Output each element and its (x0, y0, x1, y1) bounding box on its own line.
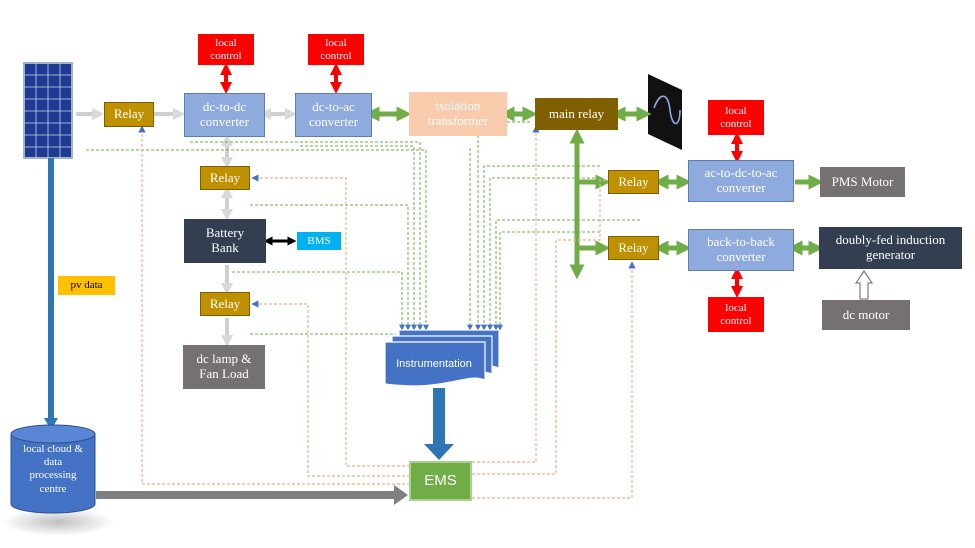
ac-grid-icon (648, 74, 682, 150)
bms-box[interactable]: BMS (297, 232, 341, 250)
dc-power-arrows (76, 108, 297, 347)
control-lines (138, 125, 636, 499)
dc-lamp-fan-load[interactable]: dc lamp & Fan Load (183, 345, 265, 389)
dc-motor-arrow (854, 269, 874, 300)
relay-battery[interactable]: Relay (200, 166, 250, 190)
local-control-dcdc: local control (198, 34, 254, 65)
back-to-back-converter[interactable]: back-to-back converter (688, 229, 794, 271)
local-control-dcac: local control (308, 34, 364, 65)
measurement-lines (86, 121, 640, 335)
dcdc-converter[interactable]: dc-to-dc converter (184, 93, 265, 137)
instrumentation-to-ems-arrow (424, 388, 454, 460)
instrumentation-label: Instrumentation (396, 358, 472, 370)
main-relay[interactable]: main relay (535, 98, 618, 130)
doubly-fed-induction-generator[interactable]: doubly-fed induction generator (819, 227, 962, 269)
pv-data-arrow (44, 158, 58, 430)
cloud-label: local cloud & data processing centre (23, 443, 83, 495)
dcac-converter[interactable]: dc-to-ac converter (295, 93, 372, 137)
battery-bank[interactable]: Battery Bank (184, 219, 266, 263)
isolation-transformer[interactable]: isolation transformer (409, 92, 507, 136)
pv-data-label: pv data (58, 276, 115, 295)
acdcac-converter[interactable]: ac-to-dc-to-ac converter (688, 160, 794, 202)
cylinder-icon (10, 424, 96, 514)
relay-load[interactable]: Relay (200, 292, 250, 316)
relay-pv[interactable]: Relay (104, 102, 154, 127)
relay-motor[interactable]: Relay (608, 170, 659, 194)
relay-generator[interactable]: Relay (608, 236, 659, 260)
cloud-shadow (2, 508, 114, 536)
solar-panel-icon (23, 62, 73, 159)
local-control-acdcac: local control (708, 100, 764, 135)
dc-motor[interactable]: dc motor (822, 300, 910, 330)
instrumentation-shape (384, 329, 500, 387)
ac-power-arrows (364, 106, 824, 280)
ems-box[interactable]: EMS (409, 461, 472, 501)
pms-motor[interactable]: PMS Motor (820, 167, 905, 197)
local-control-b2b: local control (708, 297, 764, 332)
cloud-to-ems-arrow (96, 485, 408, 505)
local-cloud-data-centre[interactable]: local cloud & data processing centre (10, 424, 96, 514)
local-control-arrows (220, 63, 743, 298)
